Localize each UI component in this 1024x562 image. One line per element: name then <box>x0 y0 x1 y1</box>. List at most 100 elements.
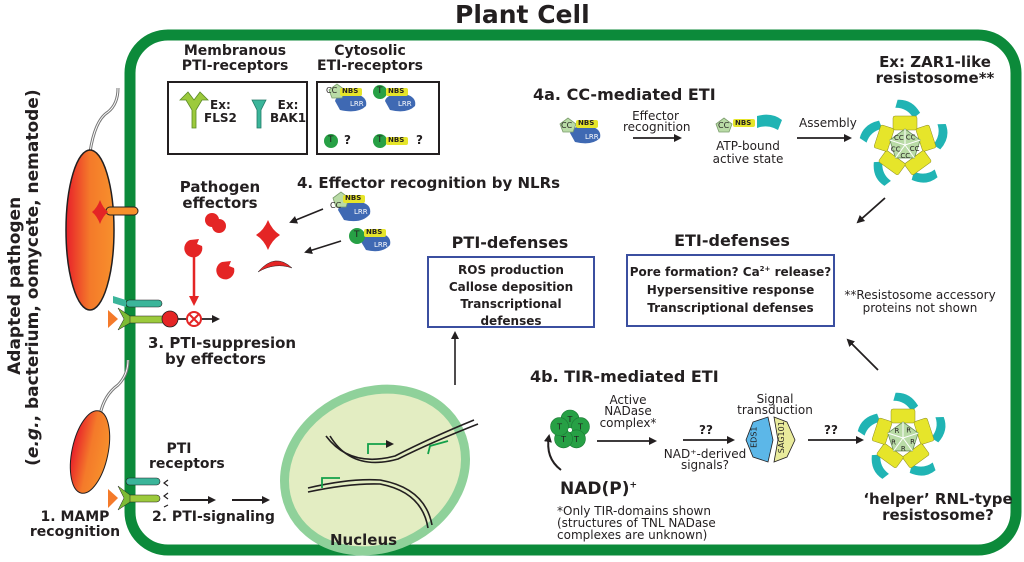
cc-eti-title: 4a. CC-mediated ETI <box>533 85 716 104</box>
eti-defense-item: Hypersensitive response <box>646 283 815 297</box>
lrr-domain <box>873 161 891 186</box>
membrane-receptors-top <box>108 296 179 331</box>
cnl-receptor-step4 <box>332 191 371 222</box>
cytosolic-receptors-box <box>316 81 440 155</box>
membranous-receptors-title: Membranous PTI-receptors <box>181 43 289 74</box>
cc-domain-label: CC <box>326 86 338 95</box>
lrr-domain <box>931 417 946 443</box>
effector-star-in-pathogen <box>92 200 108 224</box>
cc-domain-label: CC <box>330 201 342 210</box>
resistosome-to-eti-arrow <box>856 197 886 224</box>
cnl-inactive-icon <box>559 117 601 144</box>
cc-domain-label: CC <box>561 121 573 130</box>
eti-defense-item: Pore formation? Ca2+ release? <box>629 265 832 279</box>
tn-legend-icon <box>373 134 408 148</box>
cell-wall <box>124 29 1022 556</box>
tir-domain-label: T <box>577 423 583 432</box>
eti-defense-item: Transcriptional defenses <box>647 301 814 315</box>
t-domain-label: T <box>377 86 383 96</box>
core-domain-label: R <box>894 427 899 435</box>
flagellum-top <box>88 87 120 153</box>
nbs-domain-label: NBS <box>366 228 383 236</box>
cc-domain-label: CC <box>718 121 730 130</box>
core-domain-label: CC <box>900 152 910 160</box>
pathogen-label-line2: (e.g., bacterium, oomycete, nematode) <box>23 89 43 466</box>
lrr-domain <box>871 454 889 479</box>
rnl-to-eti-arrow <box>846 338 879 371</box>
nadp-feedback-arrow <box>543 434 562 471</box>
core-domain-label: R <box>910 438 915 446</box>
pathogen-label: Adapted pathogen (e.g., bacterium, oomyc… <box>5 89 43 466</box>
blocked-signal-icon <box>178 311 220 327</box>
lrr-domain <box>911 169 938 183</box>
tnl-to-effector-arrow <box>304 240 342 255</box>
page-title: Plant Cell <box>455 0 590 29</box>
lrr-domain <box>909 462 936 476</box>
transcription-start-arrows <box>321 440 449 488</box>
membranous-receptors-box <box>167 81 308 155</box>
unknown-mark: ? <box>344 133 351 147</box>
cnl-active-icon <box>715 114 782 133</box>
membrane-receptors-bottom <box>108 477 169 511</box>
lrr-domain <box>895 99 921 119</box>
pti-defense-item: ROS production <box>458 263 564 277</box>
unknown-mark: ? <box>416 133 423 147</box>
fls2-label: Ex:FLS2 <box>204 98 237 125</box>
core-domain-label: R <box>891 438 896 446</box>
fls2-receptor-icon <box>179 91 209 129</box>
nadp-label: NAD(P)+ <box>560 479 638 499</box>
nbs-domain <box>913 417 935 445</box>
assembly-label: Assembly <box>799 116 857 130</box>
core-domain-label: R <box>901 445 906 453</box>
nbs-domain <box>890 408 916 424</box>
step4-label: 4. Effector recognition by NLRs <box>297 174 561 192</box>
core-domain-label: CC <box>906 134 916 142</box>
t-domain-label: T <box>328 135 334 145</box>
tnl-legend-icon <box>373 85 416 112</box>
cnl-to-effector-arrow <box>289 208 324 224</box>
sag101-label: SAG101 <box>776 421 786 454</box>
t-domain-label: T <box>377 135 383 145</box>
tir-domain-label: T <box>556 423 562 432</box>
tir-domain-label: T <box>573 435 579 444</box>
pathogen-bacterium-top <box>65 149 115 311</box>
eti-defenses-title: ETI-defenses <box>674 231 790 250</box>
unknown-step-2: ?? <box>824 423 838 437</box>
pathogen-bacterium-bottom <box>69 410 111 494</box>
lrr-domain-label: LRR <box>398 100 412 108</box>
tir-only-legend-icon <box>324 134 338 148</box>
nbs-domain-label: NBS <box>735 119 752 127</box>
pathogen-effectors <box>184 213 293 280</box>
bak1-label: Ex:BAK1 <box>270 98 307 125</box>
eti-defenses-box: Pore formation? Ca2+ release? Hypersensi… <box>626 254 835 327</box>
flagellum-bottom <box>98 359 130 416</box>
tnl-receptor-step4 <box>349 228 391 252</box>
eds1-sag101-heterodimer <box>745 416 796 463</box>
lrr-domain <box>893 392 919 412</box>
tir-domain <box>550 417 569 436</box>
nbs-domain <box>892 115 918 131</box>
secretion-system <box>105 206 139 216</box>
lrr-domain <box>933 124 948 150</box>
dna-strands <box>307 419 479 529</box>
tir-footnote: *Only TIR-domains shown(structures of TN… <box>557 504 716 542</box>
pti-defenses-title: PTI-defenses <box>451 233 569 252</box>
lrr-domain-label: LRR <box>374 241 388 249</box>
lrr-domain-label: LRR <box>354 208 368 216</box>
lrr-domain-label: LRR <box>350 100 364 108</box>
